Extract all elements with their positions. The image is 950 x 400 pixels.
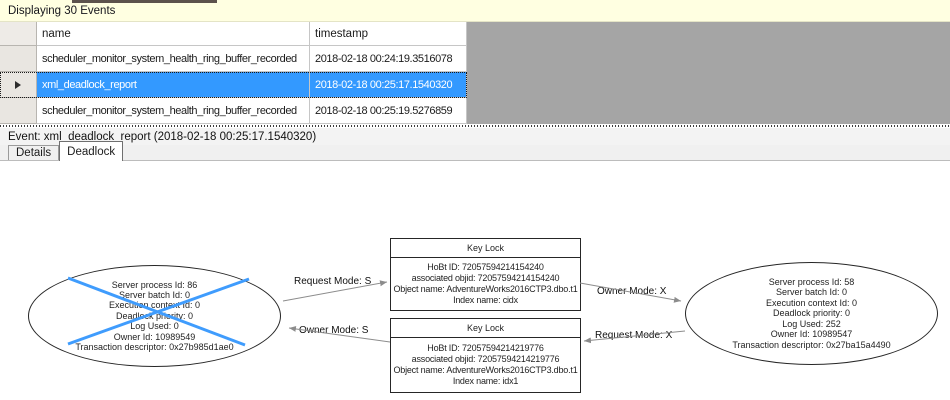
process-node[interactable]: Server process Id: 58 Server batch Id: 0… xyxy=(685,262,938,365)
resource-attr: associated objid: 72057594214219776 xyxy=(411,354,560,364)
event-detail-bar: Event: xml_deadlock_report (2018-02-18 0… xyxy=(0,128,950,145)
window-edge-artifact xyxy=(72,0,217,3)
events-count-bar: Displaying 30 Events xyxy=(0,0,950,22)
resource-attr: Object name: AdventureWorks2016CTP3.dbo.… xyxy=(393,284,578,294)
resource-attr: Object name: AdventureWorks2016CTP3.dbo.… xyxy=(393,365,578,375)
events-grid-header-row: name timestamp xyxy=(0,22,467,46)
resource-node-keylock-top[interactable]: Key Lock HoBt ID: 72057594214154240 asso… xyxy=(390,238,581,311)
column-header-timestamp[interactable]: timestamp xyxy=(310,22,467,46)
events-count-label: Displaying 30 Events xyxy=(8,4,116,17)
edge-label-owner-mode-x: Owner Mode: X xyxy=(597,286,667,297)
resource-attr: HoBt ID: 72057594214154240 xyxy=(427,262,544,272)
resource-attr: Index name: cidx xyxy=(453,295,518,305)
edge-label-owner-mode-s: Owner Mode: S xyxy=(299,325,369,336)
process-attr: Execution context Id: 0 xyxy=(108,300,201,311)
process-attr: Server batch Id: 0 xyxy=(775,287,848,298)
process-attr: Deadlock priority: 0 xyxy=(772,308,851,319)
row-selector-cell[interactable] xyxy=(0,98,37,124)
row-selector-header-cell[interactable] xyxy=(0,22,37,46)
events-grid[interactable]: name timestamp scheduler_monitor_system_… xyxy=(0,22,950,124)
row-selector-cell[interactable] xyxy=(0,72,37,98)
edge-label-request-mode-x: Request Mode: X xyxy=(595,330,673,341)
edge-label-request-mode-s: Request Mode: S xyxy=(294,276,372,287)
table-row-selected[interactable]: xml_deadlock_report 2018-02-18 00:25:17.… xyxy=(0,72,467,98)
column-header-name[interactable]: name xyxy=(37,22,310,46)
detail-tab-strip: Details Deadlock xyxy=(0,141,950,161)
process-attr: Execution context Id: 0 xyxy=(765,297,858,308)
event-timestamp-cell[interactable]: 2018-02-18 00:24:19.3516078 xyxy=(310,46,467,72)
process-attr: Server process Id: 86 xyxy=(111,279,198,290)
resource-node-title: Key Lock xyxy=(391,319,580,338)
process-attr: Log Used: 252 xyxy=(782,318,841,329)
event-name-cell[interactable]: scheduler_monitor_system_health_ring_buf… xyxy=(37,98,310,124)
resource-node-title: Key Lock xyxy=(391,239,580,258)
resource-attr: HoBt ID: 72057594214219776 xyxy=(427,343,544,353)
process-attr: Server process Id: 58 xyxy=(768,277,855,288)
tab-details[interactable]: Details xyxy=(8,145,60,160)
event-name-cell[interactable]: scheduler_monitor_system_health_ring_buf… xyxy=(37,46,310,72)
tab-deadlock-label: Deadlock xyxy=(67,145,116,158)
tab-deadlock[interactable]: Deadlock xyxy=(59,141,124,161)
resource-node-keylock-bottom[interactable]: Key Lock HoBt ID: 72057594214219776 asso… xyxy=(390,318,581,393)
process-attr: Transaction descriptor: 0x27b985d1ae0 xyxy=(75,342,234,353)
tab-details-label: Details xyxy=(16,147,52,159)
event-timestamp-cell[interactable]: 2018-02-18 00:25:17.1540320 xyxy=(310,72,467,98)
pane-splitter[interactable] xyxy=(0,124,950,128)
process-attr: Owner Id: 10989547 xyxy=(770,329,853,340)
process-attr: Owner Id: 10989549 xyxy=(113,331,196,342)
event-detail-label: Event: xml_deadlock_report (2018-02-18 0… xyxy=(8,130,317,143)
row-selector-cell[interactable] xyxy=(0,46,37,72)
deadlock-graph[interactable]: Server process Id: 86 Server batch Id: 0… xyxy=(0,161,950,400)
event-timestamp-cell[interactable]: 2018-02-18 00:25:19.5276859 xyxy=(310,98,467,124)
current-row-arrow-icon xyxy=(15,80,21,89)
process-attr: Log Used: 0 xyxy=(130,321,179,332)
event-name-cell[interactable]: xml_deadlock_report xyxy=(37,72,310,98)
table-row[interactable]: scheduler_monitor_system_health_ring_buf… xyxy=(0,46,467,72)
resource-attr: associated objid: 72057594214154240 xyxy=(411,273,560,283)
table-row[interactable]: scheduler_monitor_system_health_ring_buf… xyxy=(0,98,467,124)
process-attr: Server batch Id: 0 xyxy=(118,289,191,300)
process-node-victim[interactable]: Server process Id: 86 Server batch Id: 0… xyxy=(28,265,281,367)
process-attr: Transaction descriptor: 0x27ba15a4490 xyxy=(732,339,891,350)
process-attr: Deadlock priority: 0 xyxy=(115,310,194,321)
resource-attr: Index name: idx1 xyxy=(452,376,519,386)
